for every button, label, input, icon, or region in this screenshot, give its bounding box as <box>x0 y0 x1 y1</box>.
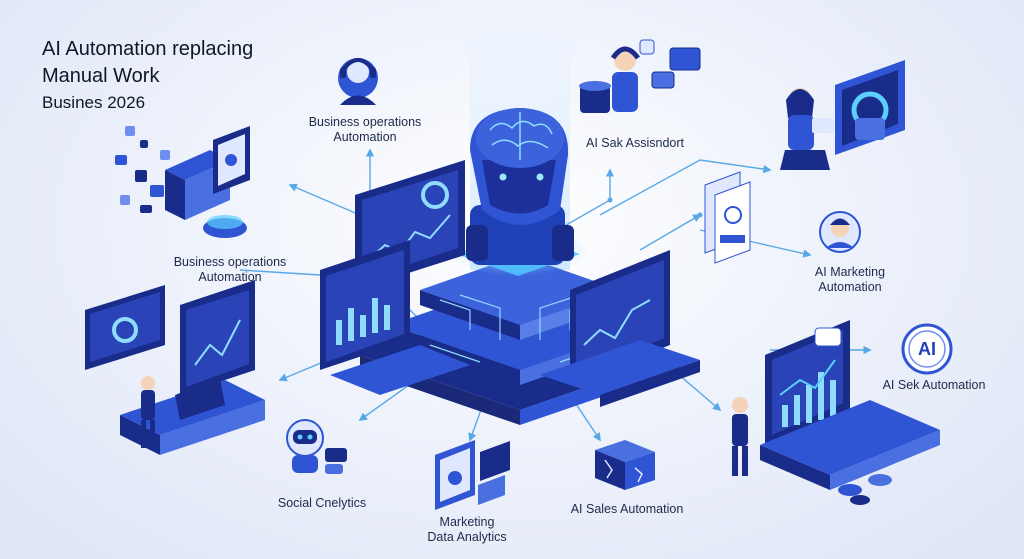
label-business-ops-top: Business operations Automation <box>308 115 422 144</box>
dashboard-workstation <box>85 280 265 455</box>
analyst-chart-station <box>732 320 940 505</box>
ai-robot-head <box>448 108 588 276</box>
woman-laptop-figure <box>780 60 905 170</box>
label-marketing-data: Marketing Data Analytics <box>427 515 507 544</box>
bar-chart-monitor <box>320 240 470 395</box>
diagram-title: AI Automation replacing Manual Work Busi… <box>42 36 253 115</box>
label-ai-sak-assistant: AI Sak Assisndort <box>586 136 684 150</box>
title-line-1: AI Automation replacing <box>42 38 254 60</box>
marketing-avatar <box>819 211 861 253</box>
headset-agent-avatar <box>338 58 378 105</box>
label-ai-marketing: AI Marketing Automation <box>814 265 886 294</box>
data-cluster-workstation <box>115 126 250 238</box>
title-line-3: Busines 2026 <box>42 93 146 112</box>
label-business-ops-left: Business operations Automation <box>173 255 287 284</box>
label-ai-sales: AI Sales Automation <box>570 502 684 516</box>
label-social-analytics: Social Cnelytics <box>277 496 367 510</box>
marketing-analytics-boards <box>435 440 510 510</box>
support-agent-figure <box>579 39 701 113</box>
ai-badge-text: AI <box>918 339 936 359</box>
sales-product-boxes <box>595 440 655 490</box>
document-stack <box>704 171 751 264</box>
title-line-2: Manual Work <box>42 65 160 87</box>
social-robot <box>286 419 347 474</box>
line-chart-monitor <box>540 250 700 407</box>
ai-badge-icon <box>901 323 953 375</box>
label-ai-sek-automation: AI Sek Automation <box>882 378 986 392</box>
